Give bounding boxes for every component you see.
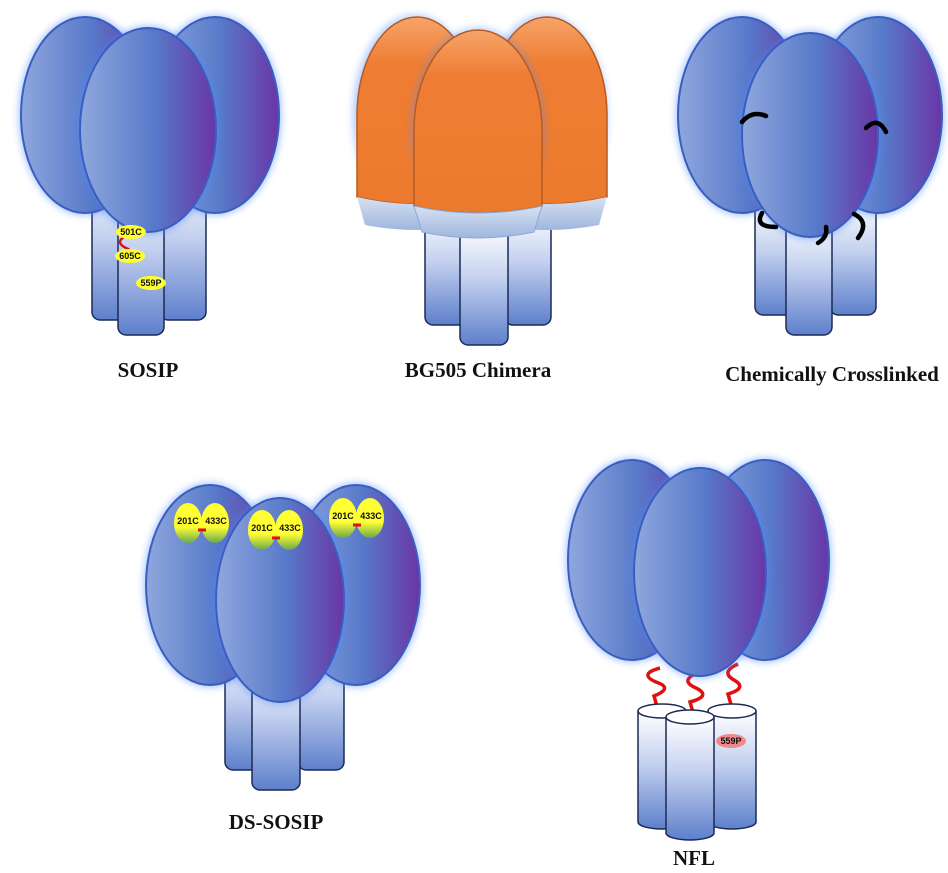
marker-559p: 559P <box>136 276 166 290</box>
panel-bg505-chimera <box>353 15 607 345</box>
caption-nfl: NFL <box>673 846 715 871</box>
marker-605c: 605C <box>115 249 145 263</box>
gp41-cylinders <box>638 704 756 840</box>
label-433c: 433C <box>279 523 301 533</box>
gp120-front <box>78 26 218 234</box>
caption-sosip: SOSIP <box>118 358 179 383</box>
label-501c: 501C <box>120 227 142 237</box>
marker-501c: 501C <box>116 225 146 239</box>
panel-chemically-crosslinked <box>676 15 944 335</box>
caption-ds-sosip: DS-SOSIP <box>229 810 324 835</box>
label-605c: 605C <box>119 251 141 261</box>
marker-559p: 559P <box>716 734 746 748</box>
label-433c: 433C <box>205 516 227 526</box>
panel-sosip: 501C 605C 559P <box>19 15 281 335</box>
caption-chemically-crosslinked: Chemically Crosslinked <box>725 362 939 387</box>
label-201c: 201C <box>332 511 354 521</box>
panel-nfl: 559P <box>566 458 831 840</box>
label-559p: 559P <box>140 278 161 288</box>
label-201c: 201C <box>251 523 273 533</box>
label-559p: 559P <box>720 736 741 746</box>
label-433c: 433C <box>360 511 382 521</box>
caption-bg505-chimera: BG505 Chimera <box>405 358 551 383</box>
gp120-front <box>632 466 768 678</box>
panel-ds-sosip: 201C 433C 201C 433C 201C 433C <box>144 483 422 790</box>
gp120-front-orange <box>412 28 544 238</box>
gp120-front <box>740 31 880 239</box>
label-201c: 201C <box>177 516 199 526</box>
